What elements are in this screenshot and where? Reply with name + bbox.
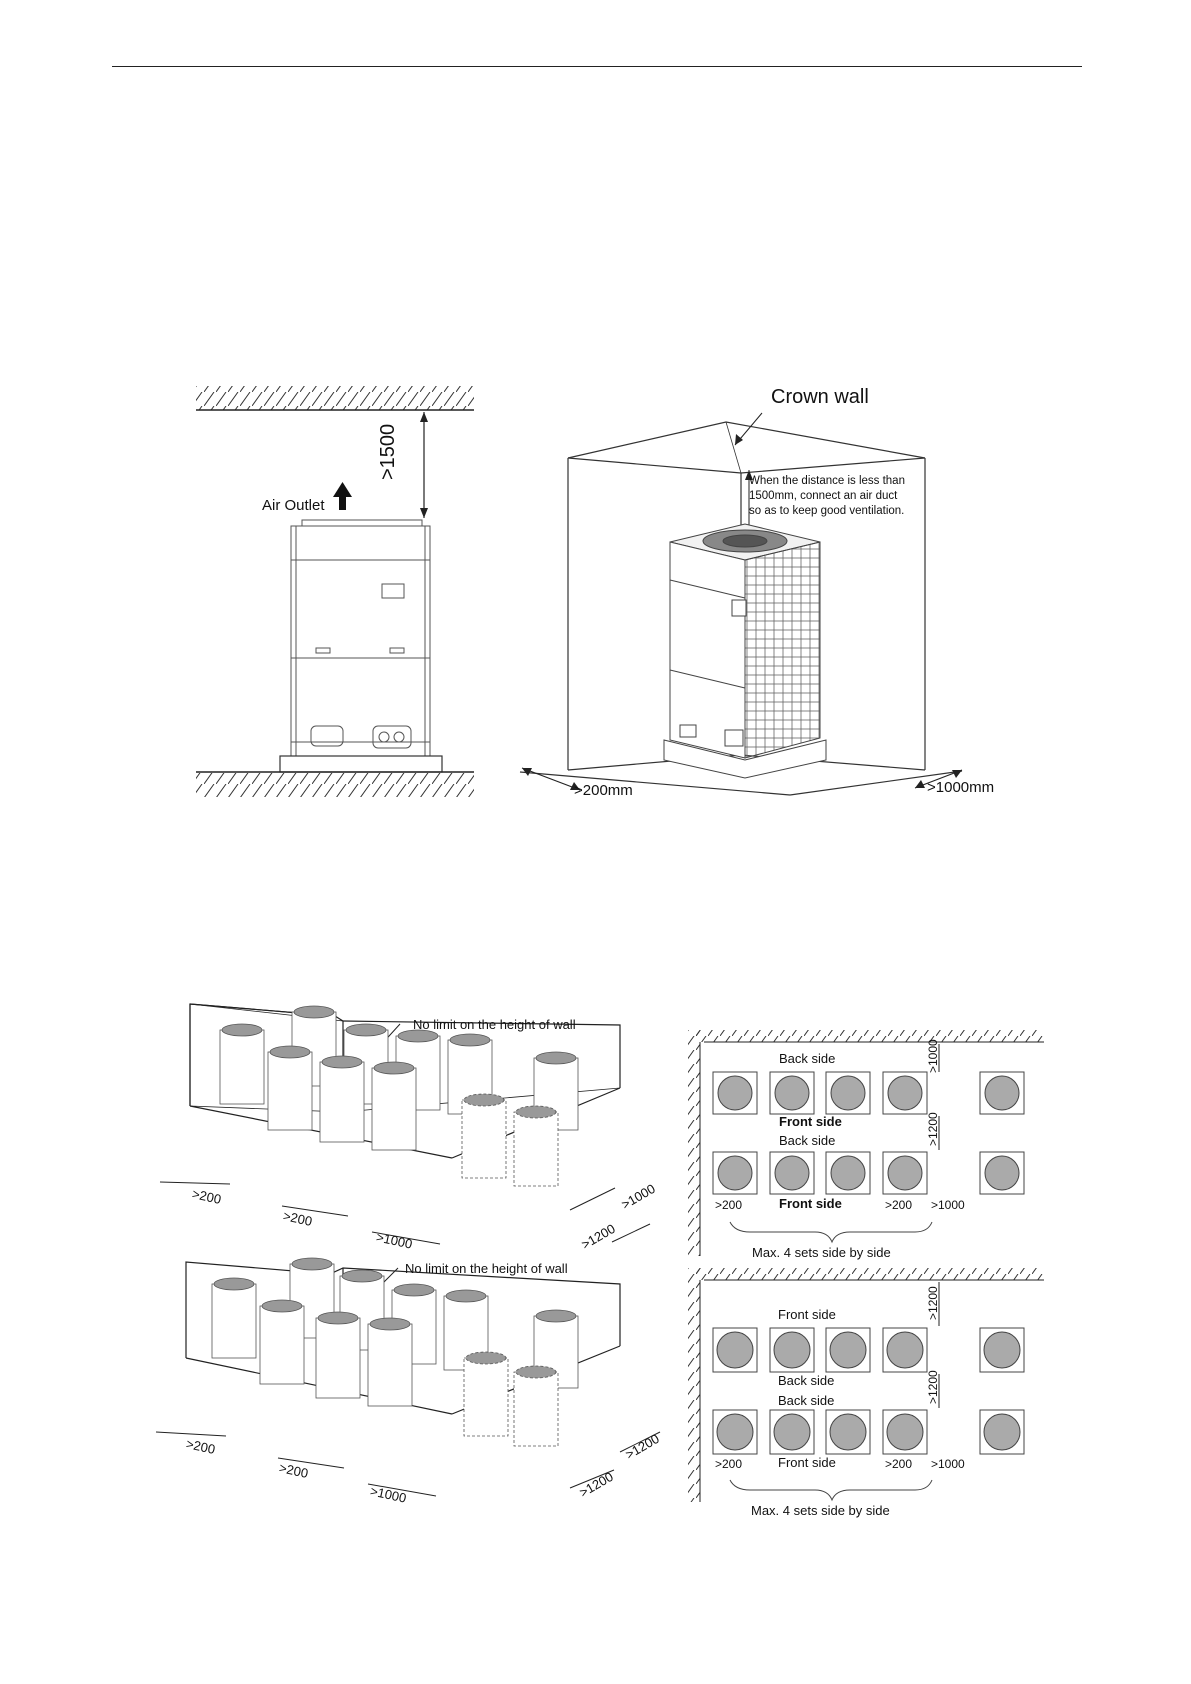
ventilation-note-line-2: 1500mm, connect an air duct <box>749 490 898 502</box>
dim-1000-right-2: >1000 <box>931 1457 965 1471</box>
max-sets-label: Max. 4 sets side by side <box>752 1245 891 1260</box>
dim-1200-2: >1200 <box>926 1370 940 1404</box>
dimension-1000mm-label: >1000mm <box>927 779 995 796</box>
wall-note-label-2: No limit on the height of wall <box>405 1261 568 1276</box>
units-group-2 <box>211 1257 579 1447</box>
floor-hatch <box>196 773 474 797</box>
front-side-label-3: Front side <box>778 1307 836 1322</box>
fan-row-1 <box>712 1071 1025 1115</box>
ceiling-hatch <box>196 386 474 410</box>
air-outlet-label: Air Outlet <box>262 497 325 514</box>
dim-1000-right: >1000 <box>931 1198 965 1212</box>
header-rule <box>112 66 1082 67</box>
unit-isometric <box>663 523 827 779</box>
front-side-label-4: Front side <box>778 1455 836 1470</box>
fan-row-4 <box>712 1409 1025 1455</box>
front-side-label-2: Front side <box>779 1196 842 1211</box>
units-group-1 <box>219 1005 579 1187</box>
back-side-label-1: Back side <box>779 1051 836 1066</box>
fan-row-2 <box>712 1151 1025 1195</box>
ventilation-note-line-1: When the distance is less than <box>749 475 905 487</box>
dim-200-left: >200 <box>715 1198 743 1212</box>
crown-wall-label: Crown wall <box>771 386 869 408</box>
fan-row-3 <box>712 1327 1025 1373</box>
dimension-200mm-label: >200mm <box>574 782 633 799</box>
front-side-label-1: Front side <box>779 1114 842 1129</box>
max-sets-label-2: Max. 4 sets side by side <box>751 1503 890 1518</box>
dim-200-right: >200 <box>885 1198 913 1212</box>
wall-note-label: No limit on the height of wall <box>413 1017 576 1032</box>
back-side-label-4: Back side <box>778 1393 835 1408</box>
back-side-label-3: Back side <box>778 1373 835 1388</box>
dim-1200-top-2: >1200 <box>926 1286 940 1320</box>
dim-200-right-2: >200 <box>885 1457 913 1471</box>
dim-200-left-2: >200 <box>715 1457 743 1471</box>
ventilation-note-line-3: so as to keep good ventilation. <box>749 505 905 517</box>
back-side-label-2: Back side <box>779 1133 836 1148</box>
